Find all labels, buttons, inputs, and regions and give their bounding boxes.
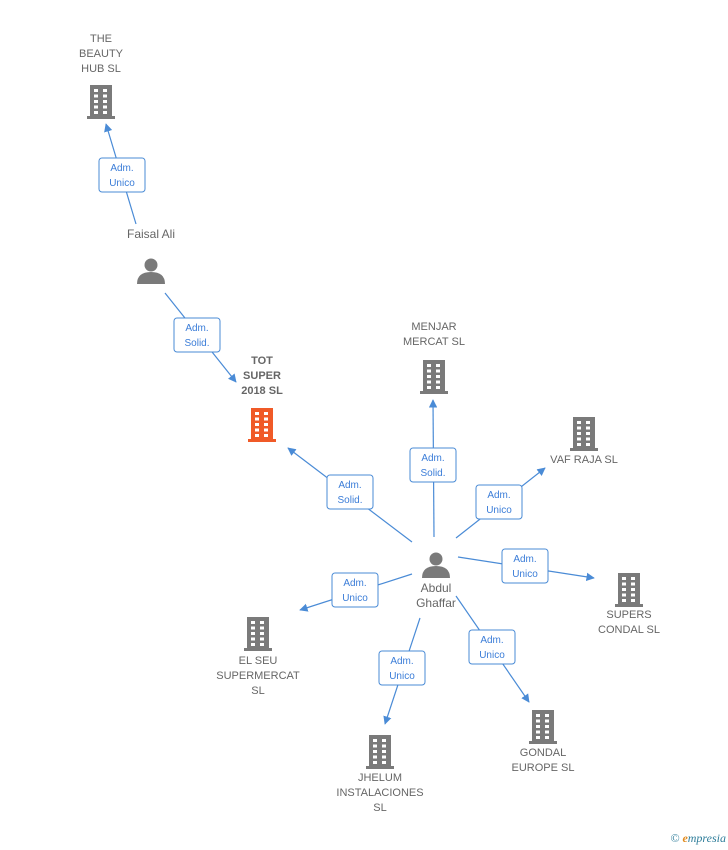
person-abdul-label-line: Abdul: [421, 581, 452, 595]
company-elseu-label-line: SL: [251, 685, 264, 697]
company-beauty-label-line: BEAUTY: [79, 48, 124, 60]
relation-text-line: Unico: [486, 505, 512, 516]
relation-text-line: Unico: [342, 593, 368, 604]
relation-label-abdul-jhelum[interactable]: Adm. Unico: [378, 650, 426, 686]
relation-label-abdul-menjar[interactable]: Adm. Solid.: [409, 447, 457, 483]
relation-text-line: Adm.: [338, 480, 361, 491]
person-abdul-person-icon[interactable]: [422, 552, 450, 579]
company-jhelum-label-line: SL: [373, 802, 386, 814]
company-elseu-label-line: EL SEU: [239, 655, 278, 667]
company-elseu-label-line: SUPERMERCAT: [216, 670, 300, 682]
relation-text-line: Unico: [479, 650, 505, 661]
company-tot-label-line: SUPER: [243, 370, 281, 382]
relation-text-line: Adm.: [487, 490, 510, 501]
company-jhelum-label: JHELUM INSTALACIONES SL: [336, 772, 423, 814]
company-menjar-label-line: MERCAT SL: [403, 336, 465, 348]
person-faisal-label: Faisal Ali: [127, 227, 175, 241]
company-supers-label: SUPERS CONDAL SL: [598, 609, 660, 636]
relation-label-abdul-vafraja[interactable]: Adm. Unico: [475, 484, 523, 520]
relation-text-line: Solid.: [184, 338, 209, 349]
relation-text-line: Unico: [109, 178, 135, 189]
company-jhelum-label-line: INSTALACIONES: [336, 787, 423, 799]
brand-initial: e: [682, 831, 688, 845]
company-vafraja-label: VAF RAJA SL: [550, 454, 618, 466]
company-gondal-label-line: EUROPE SL: [512, 762, 575, 774]
person-faisal-label-line: Faisal Ali: [127, 227, 175, 241]
relation-text: Adm. Unico: [479, 635, 505, 661]
company-vafraja-building-icon[interactable]: [570, 417, 598, 451]
relation-text-line: Adm.: [110, 163, 133, 174]
edges-layer: [104, 123, 595, 725]
company-beauty-label-line: HUB SL: [81, 63, 121, 75]
relation-label-abdul-tot[interactable]: Adm. Solid.: [326, 474, 374, 510]
company-tot-label-line: 2018 SL: [241, 385, 283, 397]
relation-text-line: Adm.: [480, 635, 503, 646]
company-gondal-label-line: GONDAL: [520, 747, 566, 759]
relation-label-faisal-beauty[interactable]: Adm. Unico: [98, 157, 146, 193]
company-menjar-label: MENJAR MERCAT SL: [403, 321, 465, 348]
company-supers-building-icon[interactable]: [615, 573, 643, 607]
person-faisal-person-icon[interactable]: [137, 258, 165, 285]
company-supers-label-line: SUPERS: [606, 609, 651, 621]
company-elseu-building-icon[interactable]: [244, 617, 272, 651]
company-elseu-label: EL SEU SUPERMERCAT SL: [216, 655, 300, 697]
relation-text: Adm. Solid.: [184, 323, 209, 349]
company-tot-building-icon[interactable]: [248, 408, 276, 442]
brand-name: mpresia: [687, 831, 726, 845]
relation-label-faisal-tot[interactable]: Adm. Solid.: [173, 317, 221, 353]
company-tot-label: TOT SUPER 2018 SL: [241, 355, 283, 397]
company-menjar-label-line: MENJAR: [411, 321, 456, 333]
relation-labels-layer: Adm.UnicoAdm.Solid.Adm.Solid.Adm.Solid.A…: [98, 157, 549, 686]
relation-text: Adm. Unico: [486, 490, 512, 516]
company-beauty-label: THE BEAUTY HUB SL: [79, 33, 124, 75]
relation-text-line: Unico: [389, 671, 415, 682]
company-jhelum-building-icon[interactable]: [366, 735, 394, 769]
relation-text: Adm. Unico: [342, 578, 368, 604]
relation-label-abdul-gondal[interactable]: Adm. Unico: [468, 629, 516, 665]
relation-text: Adm. Solid.: [337, 480, 362, 506]
empresia-watermark: © empresia: [670, 831, 726, 846]
relation-text: Adm. Unico: [512, 554, 538, 580]
company-menjar-building-icon[interactable]: [420, 360, 448, 394]
relation-text-line: Adm.: [513, 554, 536, 565]
relation-text: Adm. Unico: [389, 656, 415, 682]
company-beauty-building-icon[interactable]: [87, 85, 115, 119]
relation-text-line: Unico: [512, 569, 538, 580]
relation-label-abdul-elseu[interactable]: Adm. Unico: [331, 572, 379, 608]
relation-text-line: Solid.: [337, 495, 362, 506]
relation-text: Adm. Unico: [109, 163, 135, 189]
company-beauty-label-line: THE: [90, 33, 112, 45]
relation-label-abdul-supers[interactable]: Adm. Unico: [501, 548, 549, 584]
company-supers-label-line: CONDAL SL: [598, 624, 660, 636]
company-gondal-building-icon[interactable]: [529, 710, 557, 744]
company-gondal-label: GONDAL EUROPE SL: [512, 747, 575, 774]
company-tot-label-line: TOT: [251, 355, 273, 367]
nodes-layer: THE BEAUTY HUB SL TOT SUPER 2018 SL MENJAR MERC…: [79, 33, 660, 814]
company-vafraja-label-line: VAF RAJA SL: [550, 454, 618, 466]
relation-text-line: Adm.: [343, 578, 366, 589]
relation-text-line: Solid.: [420, 468, 445, 479]
copyright-symbol: ©: [670, 831, 680, 845]
relation-text-line: Adm.: [390, 656, 413, 667]
relation-text-line: Adm.: [185, 323, 208, 334]
company-jhelum-label-line: JHELUM: [358, 772, 402, 784]
relation-text-line: Adm.: [421, 453, 444, 464]
person-abdul-label-line: Ghaffar: [416, 596, 456, 610]
relation-text: Adm. Solid.: [420, 453, 445, 479]
